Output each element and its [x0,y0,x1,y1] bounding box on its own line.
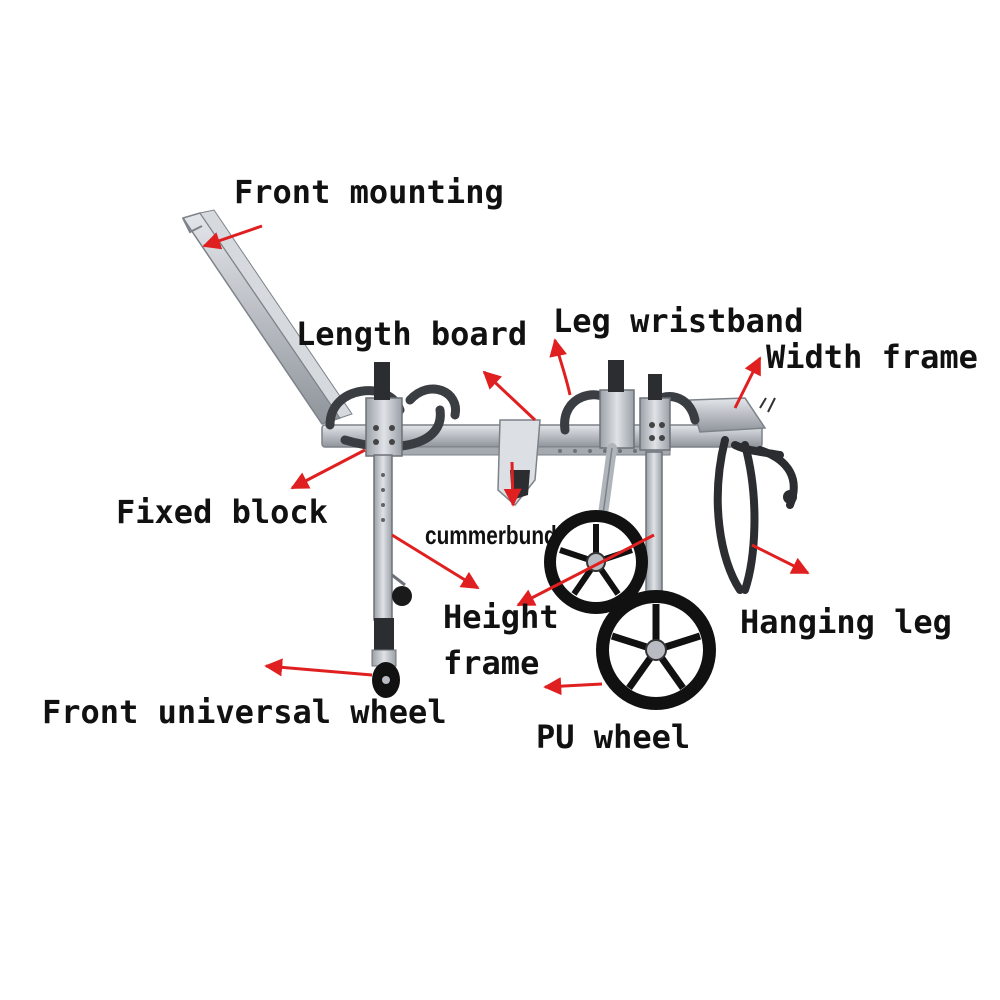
label-hanging-leg: Hanging leg [740,603,952,641]
width-frame-plate [688,397,776,433]
arrow-height-frame-front [391,533,480,590]
label-pu-wheel: PU wheel [536,718,691,756]
strap-buckle-icon [783,490,797,504]
pu-wheel-back [544,510,648,614]
front-universal-wheel [371,618,400,698]
arrow-front-universal-wheel [264,658,373,677]
label-fixed-block: Fixed block [116,493,328,531]
hanging-leg-straps [713,436,798,594]
label-cummerbund: cummerbund [425,520,557,550]
arrow-width-frame [733,356,762,409]
arrow-cummerbund [503,461,522,507]
label-leg-wristband: Leg wristband [553,302,804,340]
fixed-block-front [365,362,403,457]
arrow-leg-wristband [549,338,572,396]
label-height-frame-line2: frame [443,644,540,682]
label-front-mounting: Front mounting [234,173,504,211]
arrow-length-board [482,370,537,422]
label-length-board: Length board [296,315,528,353]
arrow-front-mounting [202,224,263,250]
fixed-block-rear [599,360,671,451]
label-front-universal-wheel: Front universal wheel [42,693,447,731]
arrow-fixed-block [290,448,366,490]
front-height-frame [373,454,412,621]
label-width-frame: Width frame [766,338,978,376]
arrow-hanging-leg [751,543,810,575]
callout-arrows [202,224,810,696]
arrow-pu-wheel [543,677,603,696]
cummerbund-strap [497,419,541,507]
pu-wheel-front [596,590,716,710]
label-height-frame-line1: Height [443,598,559,636]
arrow-height-frame-rear [516,533,655,607]
front-mounting-pole [181,209,353,425]
